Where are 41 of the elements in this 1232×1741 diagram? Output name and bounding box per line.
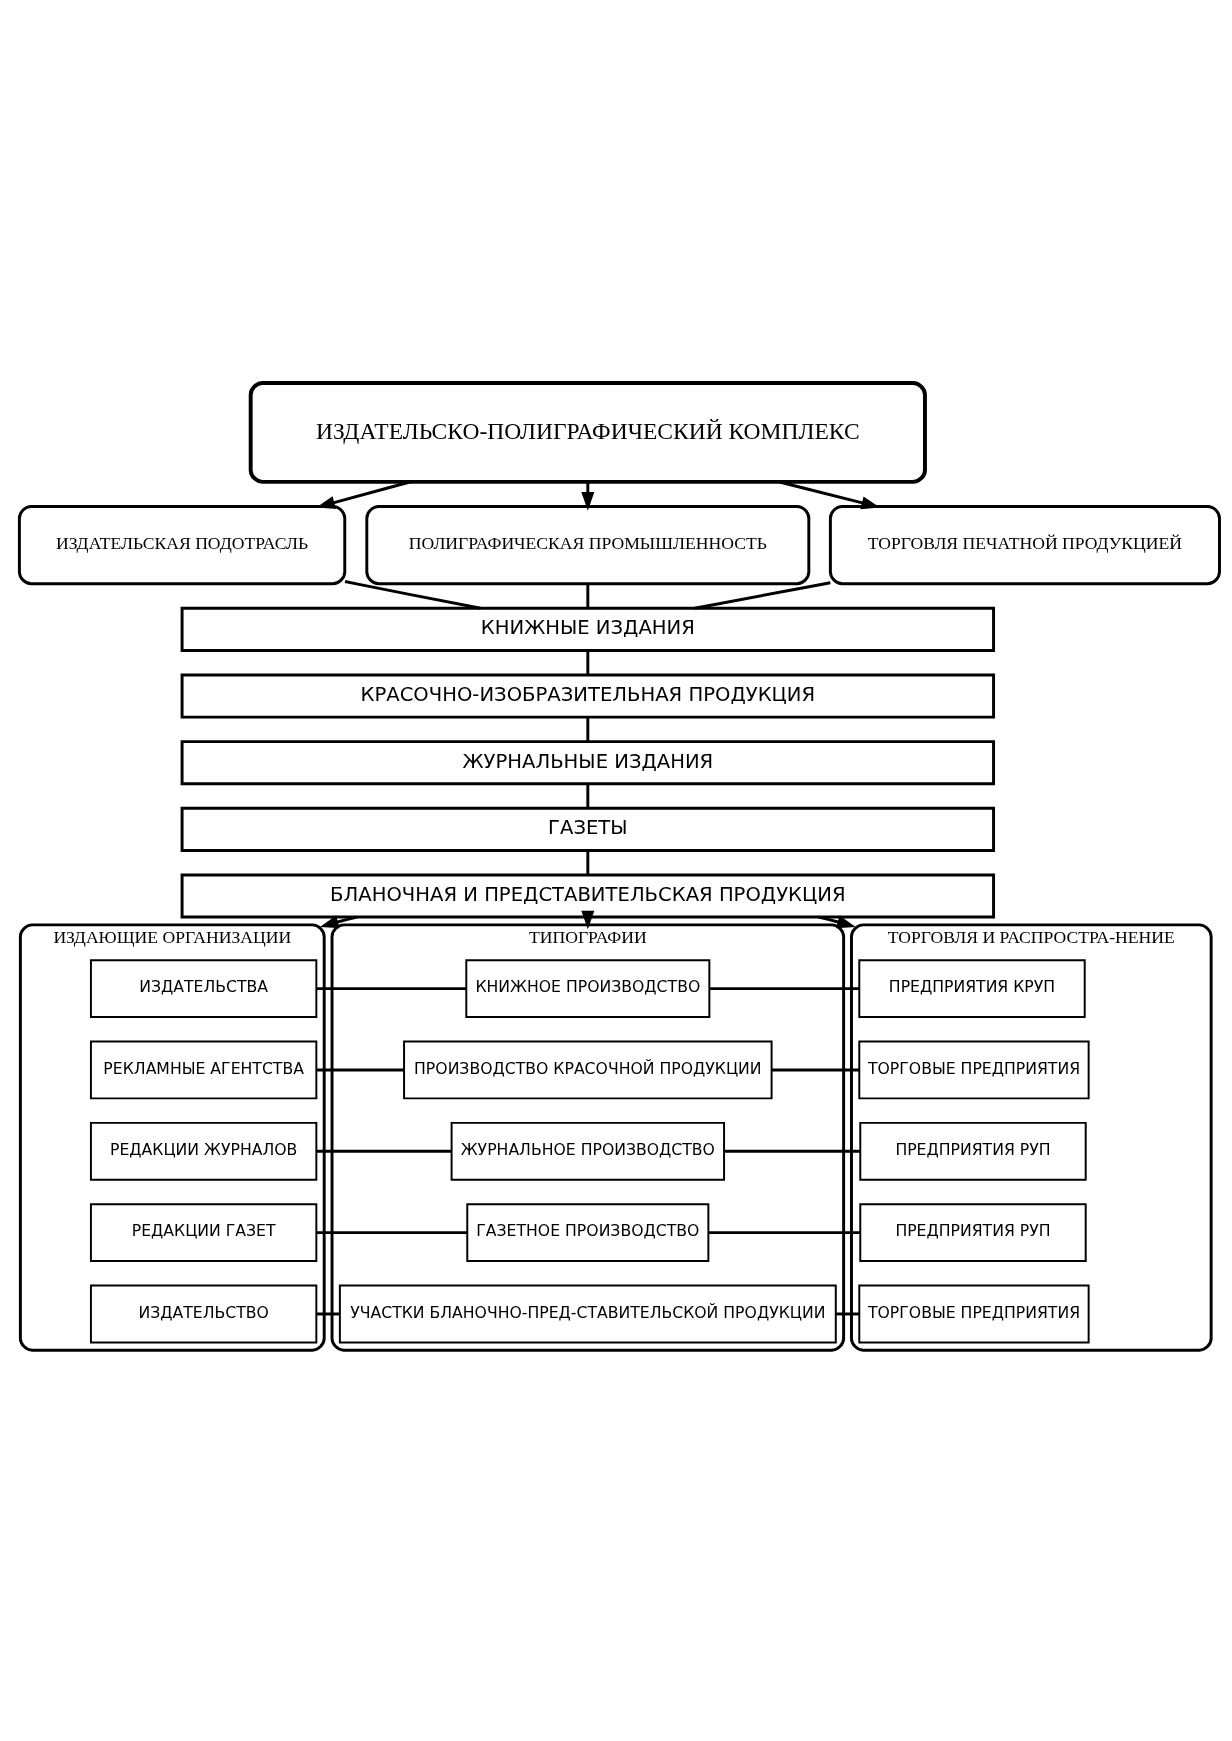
- connector: [586, 650, 590, 675]
- connector: [586, 583, 590, 608]
- connector: [835, 1312, 860, 1316]
- node-box: ТОРГОВЫЕ ПРЕДПРИЯТИЯ: [858, 1284, 1090, 1344]
- node-box: ТОРГОВЛЯ ПЕЧАТНОЙ ПРОДУКЦИЕЙ: [828, 504, 1221, 586]
- connector: [771, 1068, 860, 1072]
- connector: [316, 1149, 452, 1153]
- node-box: ТОРГОВЫЕ ПРЕДПРИЯТИЯ: [858, 1040, 1090, 1100]
- node-box: ПРЕДПРИЯТИЯ РУП: [859, 1121, 1087, 1181]
- connector: [724, 1149, 860, 1153]
- node-box: РЕДАКЦИИ ЖУРНАЛОВ: [89, 1121, 318, 1181]
- node-box: ИЗДАТЕЛЬСТВО: [89, 1284, 318, 1344]
- node-box: ПРЕДПРИЯТИЯ КРУП: [858, 959, 1086, 1018]
- arrow: [818, 915, 856, 929]
- node-box: УЧАСТКИ БЛАНОЧНО-ПРЕД-СТАВИТЕЛЬСКОЙ ПРОДУКЦИИ: [338, 1284, 837, 1344]
- node-box: ИЗДАТЕЛЬСТВА: [89, 959, 318, 1018]
- node-box: КРАСОЧНО-ИЗОБРАЗИТЕЛЬНАЯ ПРОДУКЦИЯ: [180, 673, 996, 719]
- node-box: ЖУРНАЛЬНЫЕ ИЗДАНИЯ: [180, 740, 996, 786]
- connector: [316, 987, 467, 991]
- node-box: ГАЗЕТНОЕ ПРОИЗВОДСТВО: [466, 1203, 710, 1263]
- node-box: ИЗДАТЕЛЬСКО-ПОЛИГРАФИЧЕСКИЙ КОМПЛЕКС: [248, 380, 927, 484]
- node-box: ЖУРНАЛЬНОЕ ПРОИЗВОДСТВО: [450, 1121, 726, 1181]
- node-box: РЕКЛАМНЫЕ АГЕНТСТВА: [89, 1040, 318, 1100]
- node-box: ПОЛИГРАФИЧЕСКАЯ ПРОМЫШЛЕННОСТЬ: [365, 504, 811, 586]
- connector: [586, 717, 590, 742]
- connector: [316, 1312, 340, 1316]
- arrow: [581, 910, 595, 930]
- connector: [709, 987, 860, 991]
- arrow: [319, 915, 358, 929]
- node-box: КНИЖНОЕ ПРОИЗВОДСТВО: [465, 959, 711, 1018]
- connector: [708, 1231, 861, 1235]
- node-box: ПРЕДПРИЯТИЯ РУП: [859, 1203, 1087, 1263]
- node-box: РЕДАКЦИИ ГАЗЕТ: [89, 1203, 318, 1263]
- connector: [586, 783, 590, 809]
- node-box: ГАЗЕТЫ: [180, 806, 996, 852]
- node-box: ИЗДАТЕЛЬСКАЯ ПОДОТРАСЛЬ: [17, 504, 347, 586]
- connector: [586, 850, 590, 875]
- node-box: КНИЖНЫЕ ИЗДАНИЯ: [180, 606, 996, 652]
- connector: [316, 1068, 404, 1072]
- node-box: ПРОИЗВОДСТВО КРАСОЧНОЙ ПРОДУКЦИИ: [403, 1040, 773, 1100]
- connector: [316, 1231, 468, 1235]
